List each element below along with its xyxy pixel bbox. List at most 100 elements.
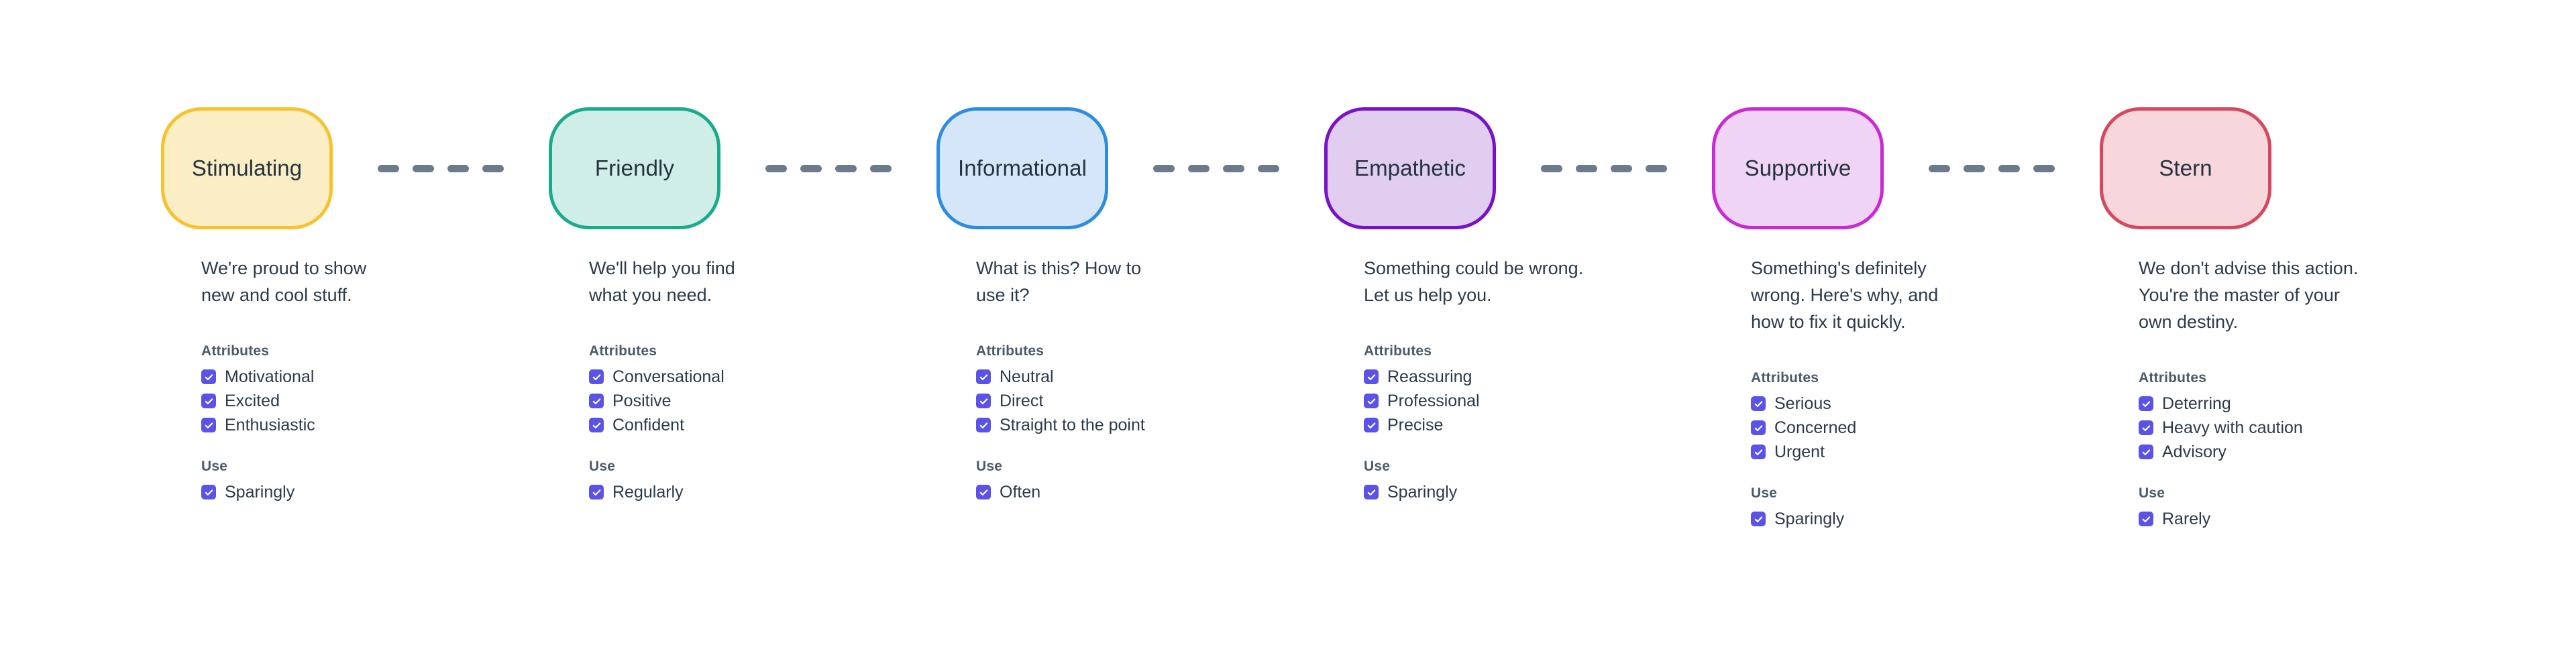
checkbox-item[interactable]: Precise (1364, 416, 1726, 434)
checkbox-item[interactable]: Excited (201, 392, 564, 410)
checkbox-label: Sparingly (1774, 510, 1845, 528)
checked-checkbox-icon[interactable] (1751, 396, 1766, 411)
checkbox-item[interactable]: Often (976, 483, 1338, 501)
dash-segment (835, 164, 857, 172)
checkbox-item[interactable]: Serious (1751, 394, 2113, 413)
checkbox-item[interactable]: Sparingly (1751, 510, 2113, 528)
tone-pill-stern[interactable]: Stern (2100, 107, 2271, 229)
checkbox-item[interactable]: Sparingly (1364, 483, 1726, 501)
checked-checkbox-icon[interactable] (201, 418, 216, 432)
tone-column-supportive: Something's definitely wrong. Here's why… (1751, 255, 2113, 534)
checked-checkbox-icon[interactable] (1364, 485, 1379, 499)
tone-description: Something's definitely wrong. Here's why… (1751, 258, 1939, 332)
checked-checkbox-icon[interactable] (2139, 445, 2153, 459)
checkbox-item[interactable]: Sparingly (201, 483, 564, 501)
checkbox-label: Conversational (612, 367, 724, 386)
checked-checkbox-icon[interactable] (589, 418, 604, 432)
checked-checkbox-icon[interactable] (201, 485, 216, 499)
checkbox-item[interactable]: Deterring (2139, 394, 2501, 413)
checked-checkbox-icon[interactable] (2139, 512, 2153, 526)
tone-pill-empathetic[interactable]: Empathetic (1324, 107, 1496, 229)
dash-segment (1258, 164, 1279, 172)
checked-checkbox-icon[interactable] (589, 369, 604, 384)
checkbox-item[interactable]: Motivational (201, 367, 564, 386)
checkbox-item[interactable]: Neutral (976, 367, 1338, 386)
checked-checkbox-icon[interactable] (2139, 420, 2153, 435)
checked-checkbox-icon[interactable] (589, 485, 604, 499)
checked-checkbox-icon[interactable] (201, 369, 216, 384)
dash-segment (482, 164, 504, 172)
dash-segment (378, 164, 399, 172)
checked-checkbox-icon[interactable] (976, 418, 991, 432)
dash-segment (1223, 164, 1244, 172)
dash-segment (1153, 164, 1175, 172)
checkbox-label: Motivational (225, 367, 315, 386)
tone-pill-friendly[interactable]: Friendly (549, 107, 720, 229)
group-title-attributes: Attributes (201, 343, 270, 359)
checkbox-item[interactable]: Positive (589, 392, 951, 410)
tone-pill-cell: Supportive (1712, 107, 1884, 229)
checked-checkbox-icon[interactable] (976, 485, 991, 499)
dash-segment (1646, 164, 1667, 172)
checked-checkbox-icon[interactable] (976, 394, 991, 408)
dashed-line-icon (1496, 107, 1712, 229)
tone-pill-label: Informational (957, 156, 1087, 180)
tone-pill-informational[interactable]: Informational (936, 107, 1108, 229)
checkbox-item[interactable]: Confident (589, 416, 951, 434)
checkbox-label: Concerned (1774, 418, 1857, 437)
tone-pill-label: Stimulating (191, 156, 303, 180)
checkbox-item[interactable]: Rarely (2139, 510, 2501, 528)
dash-segment (800, 164, 822, 172)
checked-checkbox-icon[interactable] (1364, 418, 1379, 432)
checkbox-label: Deterring (2162, 394, 2231, 413)
tone-pill-cell: Stimulating (161, 107, 333, 229)
checked-checkbox-icon[interactable] (1751, 420, 1766, 435)
checked-checkbox-icon[interactable] (201, 394, 216, 408)
group-title-use: Use (589, 459, 616, 474)
group-title-attributes: Attributes (1751, 370, 1819, 386)
tone-pill-supportive[interactable]: Supportive (1712, 107, 1884, 229)
checkbox-item[interactable]: Enthusiastic (201, 416, 564, 434)
tone-column-stern: We don't advise this action. You're the … (2139, 255, 2501, 534)
checkbox-item[interactable]: Professional (1364, 392, 1726, 410)
dash-segment (2033, 164, 2055, 172)
checked-checkbox-icon[interactable] (2139, 396, 2153, 411)
checkbox-label: Regularly (612, 483, 684, 501)
group-title-use: Use (1364, 459, 1391, 474)
tone-pill-cell: Informational (936, 107, 1108, 229)
checkbox-item[interactable]: Advisory (2139, 442, 2501, 461)
checkbox-item[interactable]: Conversational (589, 367, 951, 386)
checkbox-label: Straight to the point (1000, 416, 1145, 434)
checkbox-label: Urgent (1774, 442, 1825, 461)
checkbox-label: Confident (612, 416, 685, 434)
tone-pill-stimulating[interactable]: Stimulating (161, 107, 333, 229)
checked-checkbox-icon[interactable] (1364, 369, 1379, 384)
checkbox-label: Serious (1774, 394, 1831, 413)
checkbox-item[interactable]: Regularly (589, 483, 951, 501)
checked-checkbox-icon[interactable] (589, 394, 604, 408)
tone-pill-label: Stern (2159, 156, 2212, 180)
checked-checkbox-icon[interactable] (976, 369, 991, 384)
checked-checkbox-icon[interactable] (1751, 512, 1766, 526)
tone-description: We'll help you find what you need. (589, 258, 735, 305)
checkbox-label: Reassuring (1387, 367, 1472, 386)
checkbox-item[interactable]: Reassuring (1364, 367, 1726, 386)
checkbox-item[interactable]: Straight to the point (976, 416, 1338, 434)
checked-checkbox-icon[interactable] (1364, 394, 1379, 408)
checkbox-item[interactable]: Direct (976, 392, 1338, 410)
checkbox-item[interactable]: Heavy with caution (2139, 418, 2501, 437)
checked-checkbox-icon[interactable] (1751, 445, 1766, 459)
checkbox-item[interactable]: Urgent (1751, 442, 2113, 461)
checkbox-item[interactable]: Concerned (1751, 418, 2113, 437)
tone-pill-label: Empathetic (1354, 156, 1466, 180)
checkbox-label: Enthusiastic (225, 416, 315, 434)
checkbox-label: Neutral (1000, 367, 1054, 386)
dash-segment (1188, 164, 1210, 172)
